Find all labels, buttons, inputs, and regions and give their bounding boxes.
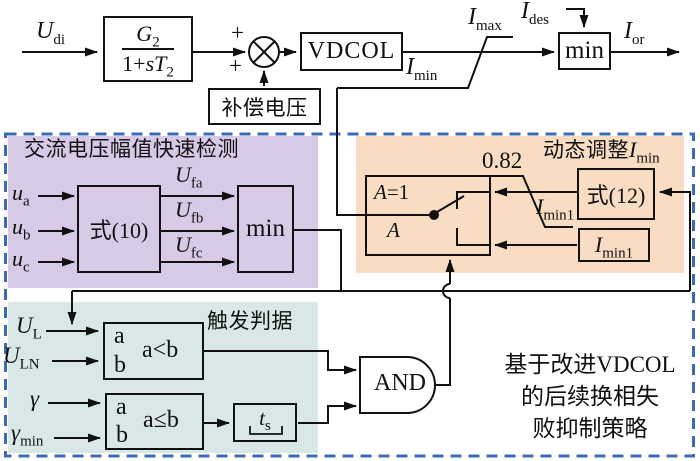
imin1-source-block: Imin1 (578, 228, 650, 262)
ts-bracket-icon (249, 426, 283, 435)
comp1-b-label: b (114, 352, 126, 378)
ub-label: ub (12, 214, 31, 244)
strategy-caption-line1: 基于改进VDCOL (504, 352, 676, 377)
imin1-source-label: Imin1 (594, 232, 634, 262)
dynamic-panel-bg (356, 136, 684, 273)
ul-label: UL (16, 313, 42, 343)
compensation-voltage-label: 补偿电压 (221, 95, 308, 120)
limiter-icon (337, 36, 513, 89)
vdcol-label: VDCOL (307, 38, 396, 64)
trigger-panel-title: 触发判据 (207, 309, 293, 333)
wire-bus-to-eq12 (659, 187, 691, 291)
wire-ts-to-and (298, 401, 357, 424)
uln-label: ULN (3, 343, 40, 373)
transfer-function-text: G2 1+sT2 (122, 21, 174, 81)
strategy-caption-line2: 的后续换相失 (521, 384, 659, 409)
imax-label: Imax (468, 4, 502, 34)
comp1-a-label: a (114, 323, 125, 349)
strategy-caption-line3: 败抑制策略 (532, 416, 648, 441)
transfer-function-block: G2 1+sT2 (103, 16, 193, 82)
switch-block (365, 175, 491, 256)
ts-label: ts (259, 406, 271, 435)
dynamic-panel-title: 动态调整Imin (543, 137, 660, 167)
min-label: min (565, 37, 604, 64)
summing-junction-icon (248, 36, 280, 68)
wire-ides-input (566, 8, 589, 28)
strategy-caption: 基于改进VDCOL 的后续换相失 败抑制策略 (468, 349, 700, 445)
ua-label: ua (12, 180, 30, 210)
detection-min-label: min (246, 215, 285, 242)
min-selector-block: min (558, 32, 611, 70)
ufa-label: Ufa (175, 162, 203, 192)
case-a-label: A (387, 218, 400, 242)
comparator-voltage-block: a b a<b (103, 322, 204, 380)
wire-detmin-out (294, 229, 342, 291)
comp1-op-label: a<b (142, 337, 179, 363)
ts-delay-block: ts (233, 403, 297, 442)
ior-label: Ior (624, 18, 645, 48)
limiter-icon-082 (488, 175, 573, 228)
eq12-block: 式(12) (577, 168, 655, 220)
detection-panel-title: 交流电压幅值快速检测 (24, 137, 239, 161)
sum-plus-left: + (229, 53, 242, 78)
imin-label: Imin (406, 54, 438, 84)
udi-label: Udi (36, 18, 66, 48)
ufb-label: Ufb (175, 197, 204, 227)
comparator-gamma-block: a b a≤b (105, 393, 204, 450)
eq10-label: 式(10) (89, 218, 149, 243)
comp2-b-label: b (116, 422, 128, 448)
and-gate-label: AND (374, 370, 426, 396)
ufc-label: Ufc (175, 232, 203, 262)
vdcol-block: VDCOL (300, 32, 403, 71)
wire-and-out (433, 298, 451, 386)
ides-label: Ides (521, 0, 549, 28)
wire-hop (442, 283, 451, 299)
switch-icon (366, 191, 489, 246)
gamma-label: γ (30, 386, 40, 411)
dashed-boundary (4, 132, 695, 458)
compensation-voltage-block: 补偿电压 (208, 88, 321, 125)
comp2-op-label: a≤b (143, 407, 179, 433)
trigger-panel-bg (8, 302, 318, 453)
wire-switch-feedback (336, 88, 365, 216)
eq10-block: 式(10) (77, 185, 161, 273)
detection-min-block: min (237, 185, 294, 273)
uc-label: uc (12, 246, 30, 276)
wire-comp1-to-and (204, 350, 357, 375)
case-a1-label: A=1 (374, 180, 410, 204)
eq12-label: 式(12) (586, 183, 646, 208)
gamma-min-label: γmin (11, 420, 44, 450)
comp2-a-label: a (116, 394, 127, 420)
sum-plus-top: + (231, 20, 244, 45)
and-gate-shape (359, 356, 436, 414)
limit-upper-label: 0.82 (482, 148, 523, 173)
limit-lower-label: Imin1 (536, 194, 575, 224)
